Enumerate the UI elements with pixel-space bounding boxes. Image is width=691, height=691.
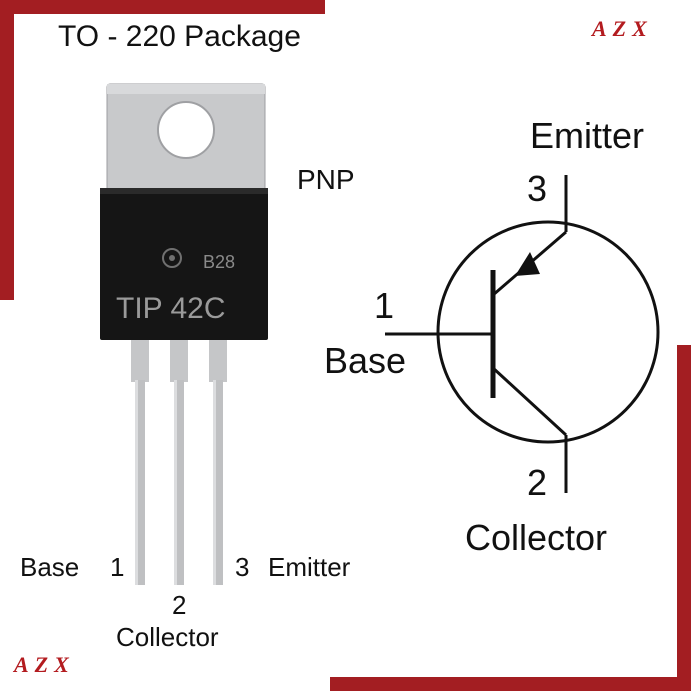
- transistor-type: PNP: [297, 164, 355, 195]
- brand-logo-top: AZX: [592, 16, 653, 41]
- pin-emitter-label: Emitter: [268, 552, 351, 582]
- pin-emitter-number: 3: [235, 552, 250, 582]
- page-title: TO - 220 Package: [58, 20, 301, 53]
- chip-part-number: TIP 42C: [116, 292, 226, 325]
- frame-bottom-bar: [330, 677, 691, 691]
- pin-base-number: 1: [110, 552, 125, 582]
- pin-base-label: Base: [20, 552, 80, 582]
- symbol-base-number: 1: [374, 285, 395, 326]
- frame-left-bar: [0, 0, 14, 300]
- frame-right-bar: [677, 345, 691, 691]
- symbol-emitter-label: Emitter: [530, 115, 645, 156]
- symbol-collector-label: Collector: [465, 517, 608, 558]
- brand-logo-bottom: AZX: [14, 652, 75, 677]
- pin-collector-number: 2: [172, 590, 187, 620]
- chip-marking: B28: [203, 252, 236, 272]
- frame-top-bar: [0, 0, 325, 14]
- pin-collector-label: Collector: [116, 622, 219, 652]
- symbol-collector-number: 2: [527, 462, 548, 503]
- symbol-base-label: Base: [324, 340, 407, 381]
- symbol-emitter-number: 3: [527, 168, 548, 209]
